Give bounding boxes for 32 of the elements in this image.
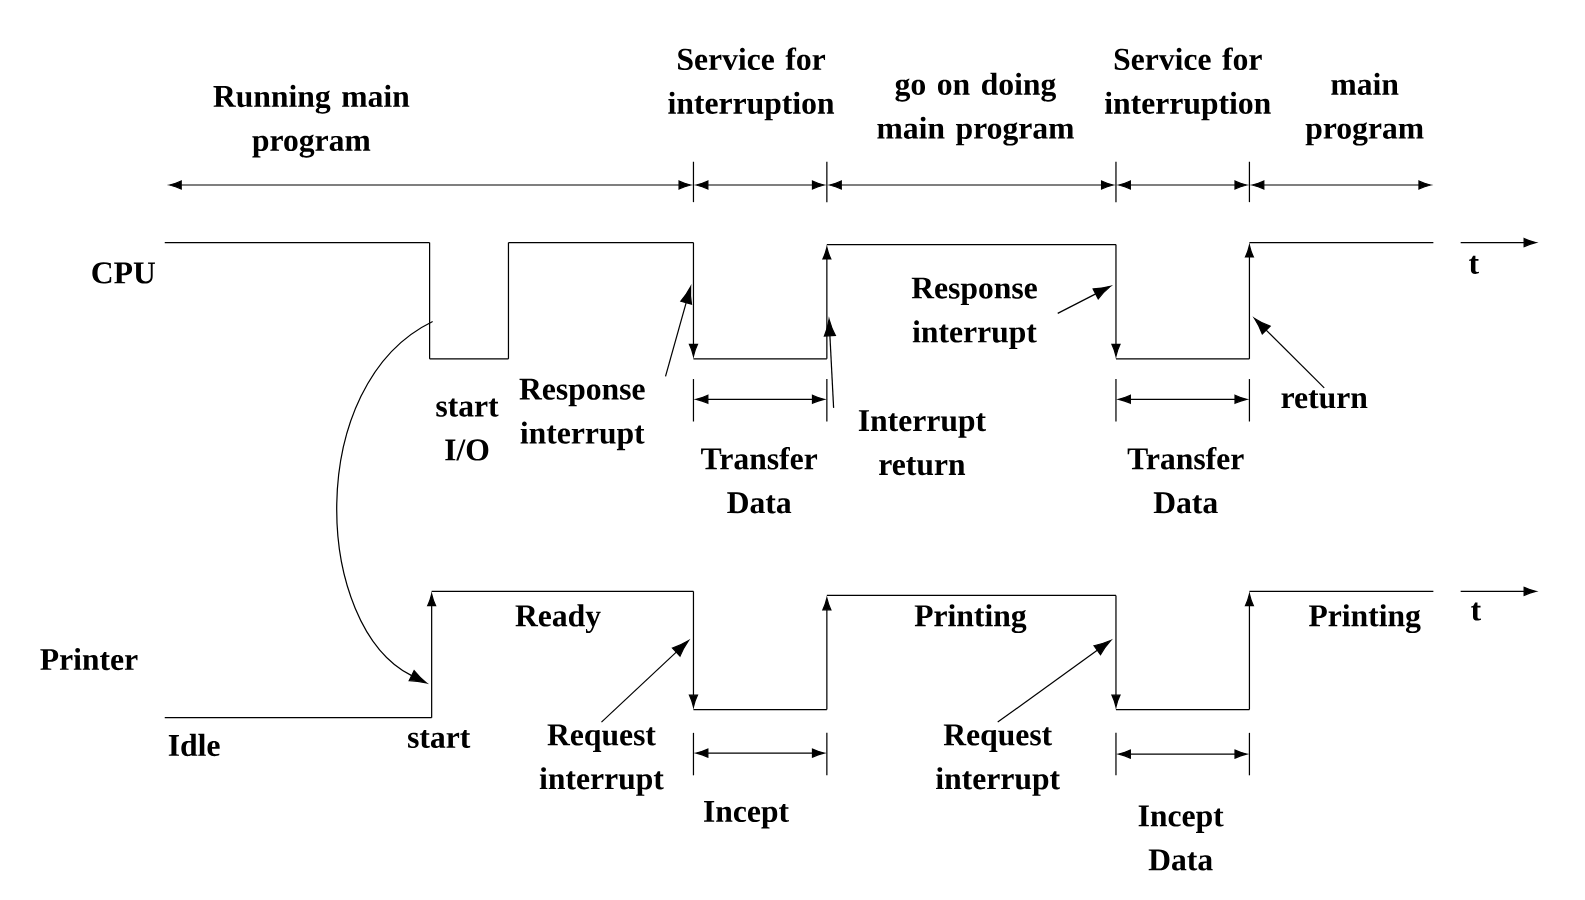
curved-arrow [336, 321, 434, 684]
phase-label: Running main program [213, 85, 410, 158]
annotation-text: return [1281, 390, 1368, 409]
state-label: Printing [1309, 604, 1421, 634]
duration-label: Incept [704, 801, 789, 829]
duration-label: Incept Data [1138, 805, 1224, 871]
phase-label: main program [1305, 72, 1424, 146]
duration-label: Transfer Data [701, 447, 818, 514]
state-label: Ready [515, 604, 601, 634]
leader-line [600, 640, 689, 723]
annotation-text: Interrupt return [858, 410, 986, 476]
leader-line [1253, 318, 1325, 389]
annotation-text: Request interrupt [539, 724, 664, 796]
annotation-text: Response interrupt [519, 378, 645, 451]
signal-label: Printer [40, 648, 138, 671]
annotation-text: Request interrupt [936, 724, 1060, 796]
state-label: Idle [168, 734, 220, 757]
annotation-text: Response interrupt [911, 277, 1037, 350]
leader-line [1057, 285, 1111, 315]
phase-label: Service for interruption [1105, 47, 1271, 121]
leader-line [823, 318, 836, 409]
time-label: t [1471, 602, 1481, 621]
rising-edge [427, 593, 437, 719]
duration-label: Transfer Data [1127, 447, 1244, 514]
state-label: start I/O [436, 398, 499, 461]
phase-label: Service for interruption [668, 47, 835, 121]
signal-label: CPU [92, 262, 155, 284]
leader-line [997, 640, 1112, 723]
phase-label: go on doing main program [877, 72, 1074, 146]
time-label: t [1469, 255, 1479, 275]
state-label: Printing [914, 604, 1027, 634]
leader-line [664, 286, 693, 378]
